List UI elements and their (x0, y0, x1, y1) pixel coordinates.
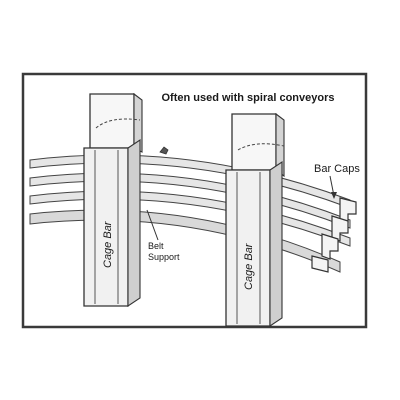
diagram-title: Often used with spiral conveyors (162, 92, 335, 104)
belt-support-label-line2: Support (148, 252, 180, 262)
cage-bar-left-label: Cage Bar (102, 220, 114, 268)
bar-caps-label: Bar Caps (314, 163, 360, 175)
bar-caps-arrowhead (331, 192, 337, 199)
cage-bar-right-label: Cage Bar (243, 242, 255, 290)
cage-bar-right-side (269, 160, 283, 328)
belt-support-label: Belt Support (148, 241, 180, 262)
cage-bar-left-hidden-edge (95, 118, 141, 129)
cage-bar-right-group: Cage Bar (225, 112, 285, 328)
cage-bar-left-top (89, 93, 135, 149)
belt-support-leader (146, 209, 159, 241)
bar-caps (311, 197, 357, 273)
rail-clip (159, 146, 169, 155)
cage-bar-left-top-side (133, 92, 143, 153)
cage-bar-left-side (127, 138, 141, 308)
cage-bar-right-top (231, 113, 277, 171)
cage-bar-right-top-side (275, 112, 285, 178)
cage-bar-left-group: Cage Bar (83, 92, 143, 308)
bar-cap-4 (311, 255, 329, 273)
bar-cap-3 (321, 233, 339, 260)
cage-bar-right-hidden-edge (237, 143, 285, 151)
belt-support-label-line1: Belt (148, 241, 164, 251)
